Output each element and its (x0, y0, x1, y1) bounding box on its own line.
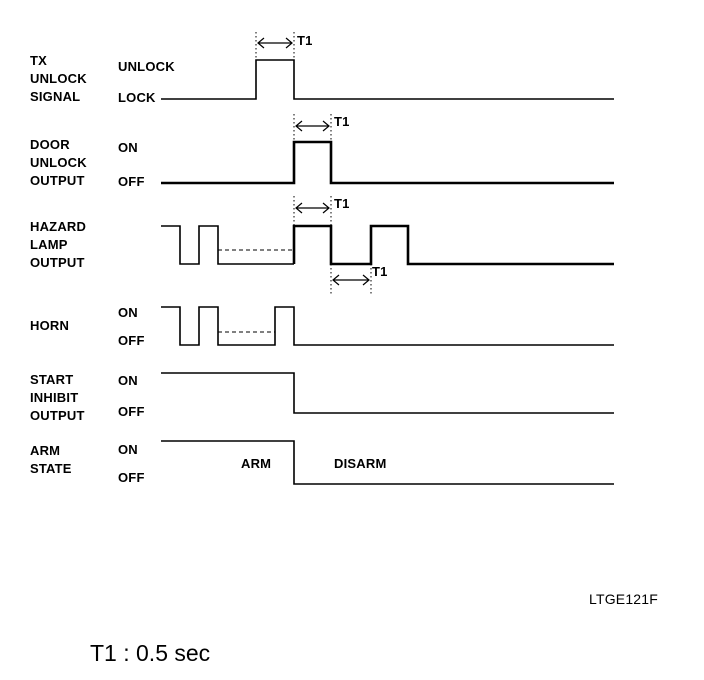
signal-name-line: INHIBIT (30, 390, 79, 405)
hazard-lamp-waveform-after (292, 224, 614, 266)
door-high-label: ON (118, 140, 138, 155)
arm-high-label: ON (118, 442, 138, 457)
signal-name-line: DOOR (30, 137, 70, 152)
t1-marker-hazard-on (293, 196, 332, 226)
t1-marker-hazard-off (330, 264, 372, 294)
t1-label-door: T1 (334, 114, 350, 129)
signal-name-line: HORN (30, 318, 70, 333)
signal-name-line: HAZARD (30, 219, 87, 234)
t1-label-hazard-off: T1 (372, 264, 388, 279)
arm-state-label: ARM (241, 456, 272, 471)
arm-signal-name: ARM STATE (30, 442, 72, 478)
t1-label-hazard-on: T1 (334, 196, 350, 211)
figure-code: LTGE121F (589, 591, 659, 607)
t1-marker-door (293, 114, 332, 142)
tx-high-label: UNLOCK (118, 59, 175, 74)
t1-marker-tx (255, 32, 295, 60)
start-signal-name: START INHIBIT OUTPUT (30, 371, 85, 425)
hazard-signal-name: HAZARD LAMP OUTPUT (30, 218, 86, 272)
arm-low-label: OFF (118, 470, 145, 485)
start-inhibit-waveform (161, 372, 614, 414)
signal-name-line: START (30, 372, 74, 387)
door-low-label: OFF (118, 174, 145, 189)
tx-unlock-waveform (161, 59, 614, 100)
door-signal-name: DOOR UNLOCK OUTPUT (30, 136, 87, 190)
arm-state-waveform (161, 440, 614, 485)
horn-waveform (161, 306, 614, 346)
t1-label-tx: T1 (297, 33, 313, 48)
horn-signal-name: HORN (30, 317, 69, 335)
signal-name-line: TX (30, 53, 48, 68)
signal-name-line: SIGNAL (30, 89, 81, 104)
start-low-label: OFF (118, 404, 145, 419)
hazard-lamp-waveform (161, 225, 294, 265)
signal-name-line: LAMP (30, 237, 68, 252)
signal-name-line: ARM (30, 443, 61, 458)
start-high-label: ON (118, 373, 138, 388)
door-unlock-waveform (161, 140, 614, 185)
signal-name-line: OUTPUT (30, 173, 85, 188)
signal-name-line: OUTPUT (30, 255, 85, 270)
t1-footnote: T1 : 0.5 sec (90, 640, 211, 666)
tx-signal-name: TX UNLOCK SIGNAL (30, 52, 87, 106)
horn-low-label: OFF (118, 333, 145, 348)
signal-name-line: UNLOCK (30, 71, 87, 86)
signal-name-line: STATE (30, 461, 72, 476)
disarm-state-label: DISARM (334, 456, 387, 471)
horn-high-label: ON (118, 305, 138, 320)
tx-low-label: LOCK (118, 90, 156, 105)
signal-name-line: UNLOCK (30, 155, 87, 170)
signal-name-line: OUTPUT (30, 408, 85, 423)
